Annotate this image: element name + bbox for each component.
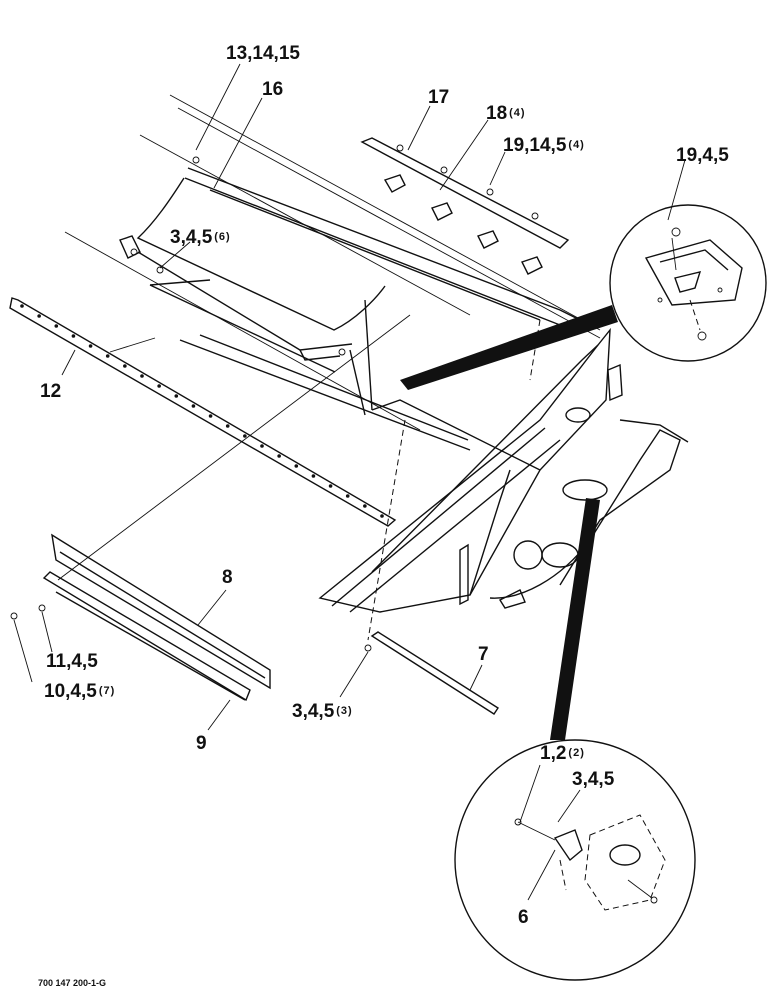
callout-text: 6 xyxy=(518,907,529,928)
bar-hole xyxy=(380,514,384,518)
bar-hole xyxy=(328,484,333,488)
callout-text: 8 xyxy=(222,567,233,588)
bar-hole xyxy=(54,324,59,328)
bar-hole xyxy=(208,414,213,418)
knife-bar-part-12 xyxy=(9,297,471,527)
callout-8: 8 xyxy=(222,568,235,587)
bar-hole xyxy=(105,354,110,358)
callout-text: 3,4,5 xyxy=(292,701,335,722)
callout-text: 12 xyxy=(40,381,62,402)
callout-text: 18 xyxy=(486,103,508,124)
callout-3-4-5-detail: 3,4,5 xyxy=(572,770,616,789)
callout-3-4-5-mid: 3,4,5(3) xyxy=(292,702,353,721)
callout-3-4-5-top: 3,4,5(6) xyxy=(170,228,231,247)
bar-hole xyxy=(243,434,247,438)
bar-hole xyxy=(225,424,230,428)
bolts xyxy=(10,156,372,652)
callout-11-4-5: 11,4,5 xyxy=(46,652,100,671)
callout-1-2: 1,2(2) xyxy=(540,744,585,763)
guard-strip-part-8 xyxy=(51,533,271,690)
bar-hole xyxy=(140,374,144,378)
callout-17: 17 xyxy=(428,88,451,107)
figure-id: 700 147 200-1-G xyxy=(38,978,107,988)
detail-circle-lower xyxy=(454,498,696,981)
bar-hole xyxy=(311,474,316,478)
bar-hole xyxy=(277,454,281,458)
strip-part-7 xyxy=(370,631,499,715)
callout-qty: (2) xyxy=(568,747,585,759)
callout-qty: (3) xyxy=(336,705,353,717)
callout-text: 9 xyxy=(196,733,207,754)
callout-text: 10,4,5 xyxy=(44,681,97,702)
callout-text: 7 xyxy=(478,644,489,665)
callout-10-4-5: 10,4,5(7) xyxy=(44,682,115,701)
bar-hole xyxy=(174,394,179,398)
bar-hole xyxy=(191,404,196,408)
callout-7: 7 xyxy=(478,645,491,664)
callout-text: 13,14,15 xyxy=(226,43,300,64)
alignment-lines xyxy=(57,314,541,641)
callout-qty: (7) xyxy=(98,685,116,697)
callout-9: 9 xyxy=(196,734,209,753)
callout-6: 6 xyxy=(518,908,531,927)
callout-text: 17 xyxy=(428,87,450,108)
leader-lines xyxy=(13,63,686,901)
bar-hole xyxy=(363,504,367,508)
bar-hole xyxy=(157,384,161,388)
callout-19-14-5: 19,14,5(4) xyxy=(503,136,585,155)
callout-19-4-5: 19,4,5 xyxy=(676,146,731,165)
bar-hole xyxy=(71,334,76,338)
guard-strip-part-9 xyxy=(42,571,251,702)
bar-hole xyxy=(123,364,127,368)
callout-16: 16 xyxy=(262,80,285,99)
bar-hole xyxy=(88,344,93,348)
callout-qty: (4) xyxy=(568,139,585,151)
callout-text: 16 xyxy=(262,79,284,100)
bar-hole xyxy=(294,464,299,468)
callout-18: 18(4) xyxy=(486,104,526,123)
bar-hole xyxy=(37,314,41,318)
callout-12: 12 xyxy=(40,382,63,401)
strip-part-17 xyxy=(360,137,570,275)
callout-text: 3,4,5 xyxy=(572,769,615,790)
callout-text: 1,2 xyxy=(540,743,567,764)
callout-13-14-15: 13,14,15 xyxy=(226,44,302,63)
bar-hole xyxy=(345,494,350,498)
bar-hole xyxy=(260,444,264,448)
callout-text: 19,14,5 xyxy=(503,135,567,156)
callout-qty: (4) xyxy=(509,107,526,119)
callout-text: 11,4,5 xyxy=(46,651,98,672)
detail-circle-upper xyxy=(400,204,767,390)
callout-qty: (6) xyxy=(214,231,231,243)
callout-text: 19,4,5 xyxy=(676,145,729,166)
callout-text: 3,4,5 xyxy=(170,227,213,248)
bar-hole xyxy=(20,304,24,308)
